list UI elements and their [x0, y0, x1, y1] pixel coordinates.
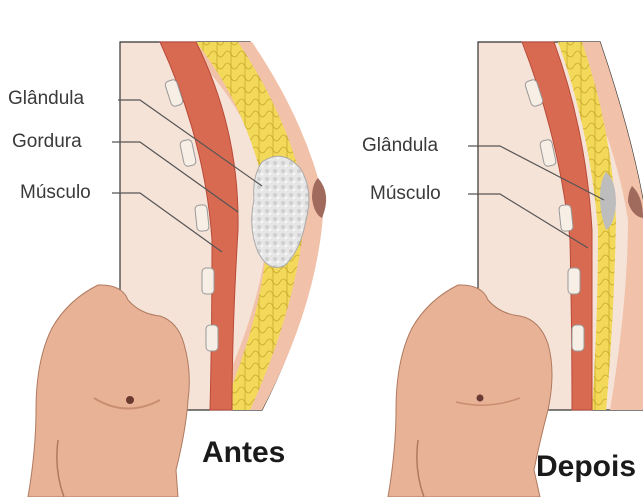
caption-after: Depois	[536, 450, 636, 484]
label-glandula-before: Glândula	[8, 88, 84, 110]
after-panel	[388, 42, 643, 497]
before-rib	[195, 204, 210, 231]
after-rib	[572, 325, 584, 351]
after-torso-nipple	[477, 395, 484, 402]
label-musculo-after: Músculo	[370, 183, 441, 205]
before-rib	[206, 325, 218, 351]
before-rib	[202, 268, 214, 294]
before-torso-nipple	[126, 396, 134, 404]
label-gordura-before: Gordura	[12, 131, 82, 153]
label-glandula-after: Glândula	[362, 135, 438, 157]
after-rib	[559, 204, 574, 231]
label-musculo-before: Músculo	[20, 182, 91, 204]
caption-before: Antes	[202, 436, 285, 470]
after-rib	[568, 268, 580, 294]
before-panel	[28, 42, 326, 497]
